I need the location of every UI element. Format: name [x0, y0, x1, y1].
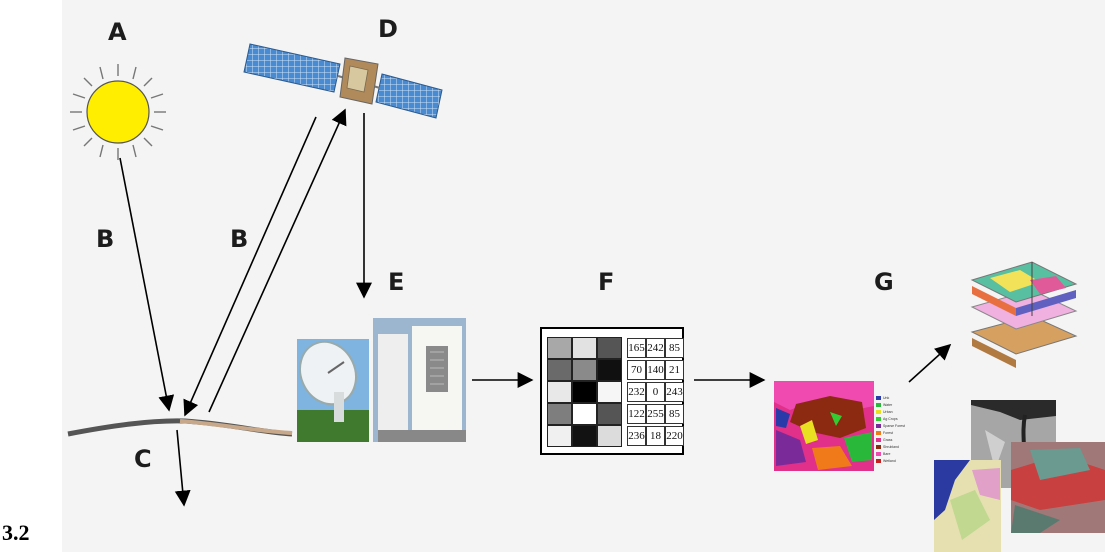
pixel-value-cell: 236 [627, 426, 646, 446]
gray-pixel-cell [547, 425, 572, 447]
label-e: E [388, 268, 405, 296]
gray-pixel-cell [572, 359, 597, 381]
gray-pixel-cell [547, 337, 572, 359]
satellite-image-thumbnails [934, 400, 1105, 552]
label-b-reflected: B [230, 225, 249, 253]
gray-pixel-cell [597, 359, 622, 381]
label-b-incident: B [96, 225, 115, 253]
sun-icon [70, 64, 166, 160]
arrow-sun-to-target [119, 157, 175, 412]
earth-surface [67, 418, 293, 437]
gray-pixel-cell [597, 381, 622, 403]
antenna-dish-icon [297, 339, 369, 442]
pixel-value-cell: 165 [627, 338, 646, 358]
gray-pixel-cell [547, 359, 572, 381]
diagram-background [62, 0, 1105, 552]
gray-pixel-cell [597, 425, 622, 447]
gray-pixel-cell [572, 381, 597, 403]
gray-pixel-cell [547, 403, 572, 425]
gray-pixel-cell [597, 337, 622, 359]
arrow-transmission [174, 429, 191, 507]
arrow-target-to-sensor [208, 108, 347, 413]
arrow-sensor-to-target [183, 116, 317, 417]
pixel-value-cell: 220 [665, 426, 684, 446]
pixel-value-cell: 122 [627, 404, 646, 424]
classified-map-icon [774, 381, 874, 471]
pixel-value-cell: 85 [665, 338, 684, 358]
building-icon [373, 318, 466, 442]
pixel-value-cell: 18 [646, 426, 665, 446]
pixel-value-cell: 0 [646, 382, 665, 402]
pixel-value-cell: 70 [627, 360, 646, 380]
arrow-map-to-gis [908, 343, 952, 383]
satellite-icon [243, 43, 443, 119]
gray-pixel-cell [572, 403, 597, 425]
gray-pixel-cell [597, 403, 622, 425]
label-f: F [598, 268, 615, 296]
gray-pixel-cell [572, 337, 597, 359]
energy-flow-arrows [119, 108, 952, 507]
gray-pixel-cell [572, 425, 597, 447]
pixel-value-cell: 140 [646, 360, 665, 380]
label-d: D [378, 15, 398, 43]
label-g: G [874, 268, 894, 296]
gis-layers-icon [970, 261, 1078, 368]
pixel-value-cell: 242 [646, 338, 665, 358]
pixel-value-cell: 21 [665, 360, 684, 380]
pixel-value-cell: 255 [646, 404, 665, 424]
gray-pixel-cell [547, 381, 572, 403]
map-legend: Unk Water Urban Ag Crops Sparse Forest F… [876, 395, 920, 465]
pixel-value-cell: 85 [665, 404, 684, 424]
figure-number: 3.2 [2, 520, 30, 545]
pixel-value-cell: 232 [627, 382, 646, 402]
label-c: C [134, 445, 152, 473]
pixel-value-cell: 243 [665, 382, 684, 402]
label-a: A [108, 18, 127, 46]
